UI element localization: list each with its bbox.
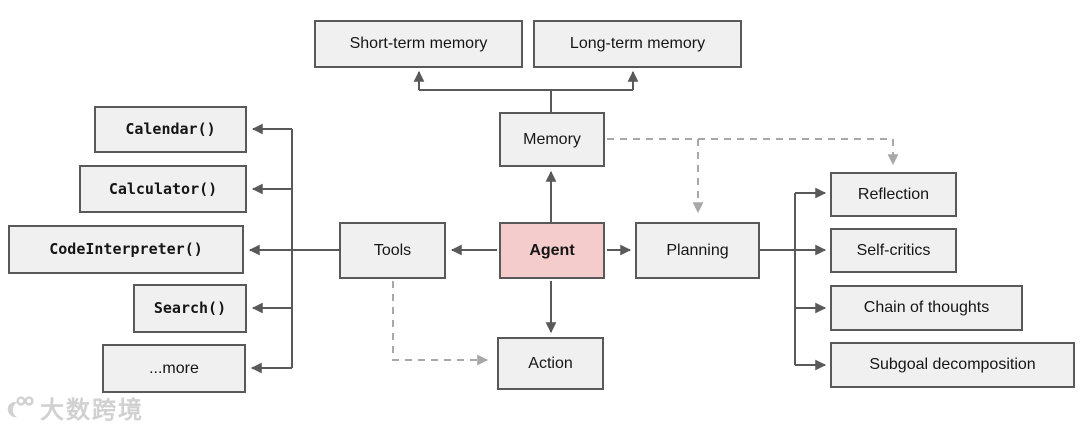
node-action: Action [497, 337, 604, 390]
node-chain-of-thoughts: Chain of thoughts [830, 285, 1023, 331]
node-search: Search() [133, 284, 247, 333]
node-calendar: Calendar() [94, 106, 247, 153]
node-calculator: Calculator() [79, 165, 247, 213]
node-self-critics: Self-critics [830, 228, 957, 273]
watermark-text: 大数跨境 [40, 397, 144, 424]
brand-logo-icon [7, 395, 34, 417]
node-long-term-memory: Long-term memory [533, 20, 742, 68]
node-more: ...more [102, 344, 246, 393]
node-agent: Agent [499, 222, 605, 279]
watermark: 大数跨境 [4, 390, 144, 425]
node-memory: Memory [499, 112, 605, 167]
node-subgoal-decomposition: Subgoal decomposition [830, 342, 1075, 388]
node-code-interpreter: CodeInterpreter() [8, 225, 244, 274]
node-short-term-memory: Short-term memory [314, 20, 523, 68]
node-reflection: Reflection [830, 172, 957, 217]
node-tools: Tools [339, 222, 446, 279]
node-planning: Planning [635, 222, 760, 279]
